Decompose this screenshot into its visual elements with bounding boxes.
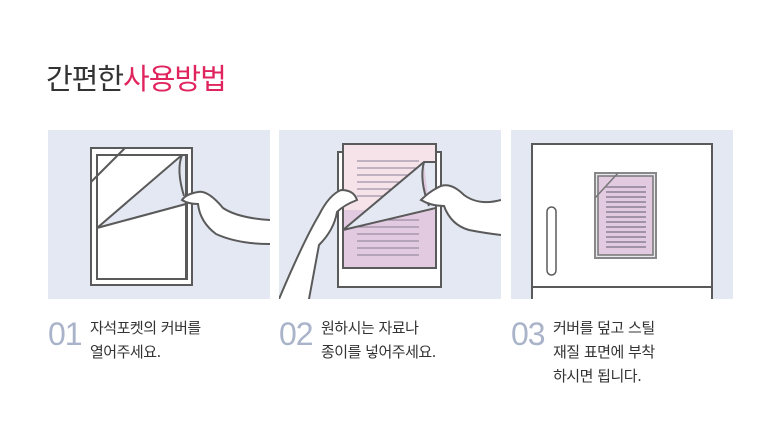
step-description: 커버를 덮고 스틸 재질 표면에 부착 하시면 됩니다. bbox=[553, 319, 655, 385]
step-number: 02 bbox=[279, 316, 314, 352]
insert-paper-illustration bbox=[279, 143, 501, 299]
open-cover-illustration bbox=[90, 147, 270, 286]
attach-to-steel-illustration bbox=[531, 143, 713, 299]
step-3-illustration bbox=[511, 130, 733, 299]
step-1-illustration bbox=[48, 130, 270, 299]
step-number: 01 bbox=[48, 316, 83, 352]
step-number: 03 bbox=[511, 316, 546, 352]
step-description: 원하시는 자료나 종이를 넣어주세요. bbox=[321, 319, 436, 361]
page-title: 간편한사용방법 bbox=[46, 56, 227, 98]
step-description: 자석포켓의 커버를 열어주세요. bbox=[90, 319, 201, 361]
title-part-2: 사용방법 bbox=[123, 62, 227, 96]
title-part-1: 간편한 bbox=[46, 62, 124, 96]
step-2-illustration bbox=[279, 130, 501, 299]
